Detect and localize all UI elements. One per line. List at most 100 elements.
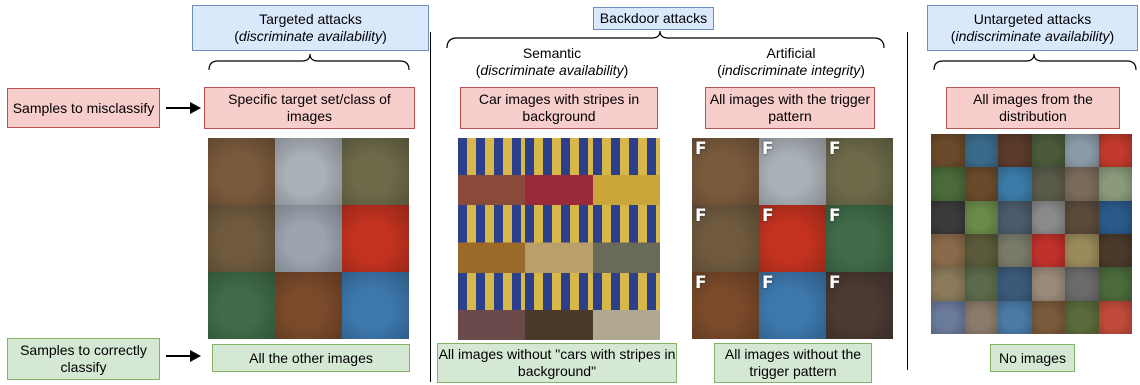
artificial-subtitle: Artificial (indiscriminate integrity) xyxy=(686,45,896,79)
trigger-pattern: F xyxy=(762,139,774,159)
image-thumbnail: F xyxy=(759,138,826,205)
image-thumbnail xyxy=(525,272,593,340)
samples-correctly-label: Samples to correctly classify xyxy=(7,338,160,380)
image-thumbnail xyxy=(1065,134,1099,168)
targeted-brace xyxy=(208,53,410,71)
targeted-image-grid xyxy=(208,138,409,339)
image-thumbnail xyxy=(458,205,526,273)
backdoor-brace xyxy=(446,30,885,49)
image-thumbnail xyxy=(458,272,526,340)
backdoor-title: Backdoor attacks xyxy=(599,10,708,26)
image-thumbnail xyxy=(342,138,409,205)
trigger-pattern: F xyxy=(829,139,841,159)
semantic-correct-text: All images without "cars with stripes in… xyxy=(438,346,676,379)
image-thumbnail xyxy=(208,205,275,272)
image-thumbnail xyxy=(1065,300,1099,334)
targeted-attacks-title: Targeted attacks (discriminate availabil… xyxy=(192,5,429,51)
image-thumbnail xyxy=(931,200,965,234)
image-thumbnail xyxy=(342,272,409,339)
semantic-image-grid xyxy=(458,138,660,340)
targeted-title-line2: discriminate availability xyxy=(238,28,383,44)
artificial-target-box: All images with the trigger pattern xyxy=(705,87,875,129)
trigger-pattern: F xyxy=(829,206,841,226)
image-thumbnail: F xyxy=(692,205,759,272)
image-thumbnail: F xyxy=(692,138,759,205)
semantic-title-line2: discriminate availability xyxy=(480,62,624,78)
image-thumbnail: F xyxy=(826,272,893,339)
image-thumbnail xyxy=(1065,267,1099,301)
image-thumbnail xyxy=(525,138,593,206)
image-thumbnail xyxy=(931,134,965,168)
targeted-correct-box: All the other images xyxy=(212,344,410,372)
artificial-title-line2: indiscriminate integrity xyxy=(721,62,861,78)
targeted-target-box: Specific target set/class of images xyxy=(204,87,415,129)
image-thumbnail xyxy=(1031,267,1065,301)
targeted-title-line1: Targeted attacks xyxy=(259,11,362,27)
semantic-target-box: Car images with stripes in background xyxy=(460,87,658,129)
image-thumbnail xyxy=(998,267,1032,301)
image-thumbnail xyxy=(1098,200,1132,234)
image-thumbnail: F xyxy=(826,205,893,272)
image-thumbnail xyxy=(931,167,965,201)
untargeted-correct-text: No images xyxy=(999,349,1066,366)
backdoor-attacks-title: Backdoor attacks xyxy=(593,7,714,30)
trigger-pattern: F xyxy=(695,273,707,293)
image-thumbnail xyxy=(1065,233,1099,268)
image-thumbnail xyxy=(998,300,1032,334)
untargeted-attacks-title: Untargeted attacks (indiscriminate avail… xyxy=(927,5,1138,51)
misclassify-text: Samples to misclassify xyxy=(12,99,155,116)
image-thumbnail xyxy=(592,138,660,206)
artificial-correct-text: All images without the trigger pattern xyxy=(724,346,862,379)
image-thumbnail xyxy=(964,200,998,234)
semantic-correct-box: All images without "cars with stripes in… xyxy=(437,343,677,383)
image-thumbnail xyxy=(964,300,998,334)
artificial-title-line1: Artificial xyxy=(766,45,816,61)
semantic-subtitle: Semantic (discriminate availability) xyxy=(447,45,657,79)
semantic-target-text: Car images with stripes in background xyxy=(478,91,640,124)
image-thumbnail xyxy=(1031,300,1065,334)
untargeted-target-text: All images from the distribution xyxy=(973,91,1093,124)
image-thumbnail xyxy=(525,205,593,273)
image-thumbnail xyxy=(1031,134,1065,168)
image-thumbnail: F xyxy=(759,272,826,339)
image-thumbnail xyxy=(998,200,1032,234)
targeted-correct-text: All the other images xyxy=(249,349,373,366)
untargeted-target-box: All images from the distribution xyxy=(946,87,1120,129)
image-thumbnail xyxy=(1098,300,1132,334)
image-thumbnail xyxy=(1031,167,1065,201)
misclassify-arrow-head xyxy=(190,102,201,114)
untargeted-title-line2: indiscriminate availability xyxy=(955,28,1110,44)
image-thumbnail xyxy=(208,138,275,205)
image-thumbnail xyxy=(458,138,526,206)
untargeted-correct-box: No images xyxy=(990,344,1075,372)
image-thumbnail xyxy=(1031,200,1065,234)
trigger-pattern: F xyxy=(695,206,707,226)
image-thumbnail xyxy=(592,205,660,273)
image-thumbnail xyxy=(208,272,275,339)
image-thumbnail xyxy=(275,138,342,205)
image-thumbnail xyxy=(1098,267,1132,301)
samples-misclassify-label: Samples to misclassify xyxy=(7,88,160,128)
image-thumbnail: F xyxy=(759,205,826,272)
trigger-pattern: F xyxy=(829,273,841,293)
image-thumbnail xyxy=(1098,134,1132,168)
image-thumbnail xyxy=(1065,167,1099,201)
image-thumbnail xyxy=(592,272,660,340)
image-thumbnail xyxy=(931,267,965,301)
image-thumbnail xyxy=(931,233,965,268)
untargeted-title-line1: Untargeted attacks xyxy=(973,11,1092,27)
correctly-arrow-head xyxy=(190,350,201,362)
image-thumbnail xyxy=(1098,167,1132,201)
artificial-target-text: All images with the trigger pattern xyxy=(709,91,871,124)
image-thumbnail xyxy=(1065,200,1099,234)
image-thumbnail xyxy=(1098,233,1132,268)
image-thumbnail xyxy=(342,205,409,272)
untargeted-image-grid xyxy=(931,134,1132,334)
image-thumbnail xyxy=(275,205,342,272)
artificial-correct-box: All images without the trigger pattern xyxy=(714,343,872,383)
image-thumbnail xyxy=(998,233,1032,268)
trigger-pattern: F xyxy=(762,273,774,293)
image-thumbnail xyxy=(1031,233,1065,268)
